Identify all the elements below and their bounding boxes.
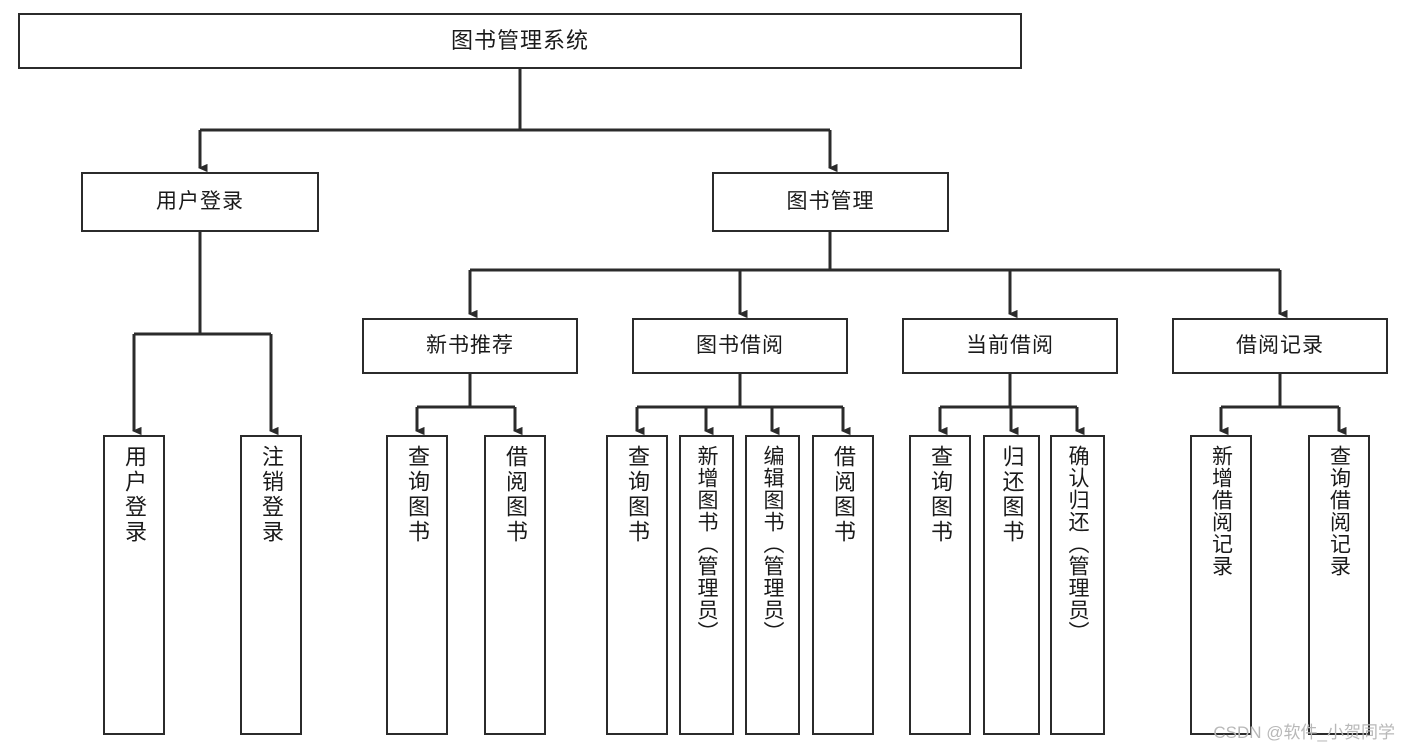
node-leaf-logout[interactable]: 注销登录 xyxy=(240,435,302,735)
node-leaf-borrow-book-1-label: 借阅图书 xyxy=(503,445,528,545)
node-leaf-return-book[interactable]: 归还图书 xyxy=(983,435,1040,735)
node-leaf-query-book-1[interactable]: 查询图书 xyxy=(386,435,448,735)
node-leaf-logout-label: 注销登录 xyxy=(259,445,284,545)
node-leaf-query-record-label: 查询借阅记录 xyxy=(1327,445,1351,577)
node-leaf-add-record-label: 新增借阅记录 xyxy=(1209,445,1233,577)
node-leaf-borrow-book-2[interactable]: 借阅图书 xyxy=(812,435,874,735)
node-book-borrow-label: 图书借阅 xyxy=(696,333,784,357)
node-leaf-edit-book-label: 编辑图书（管理员） xyxy=(761,445,784,643)
node-leaf-confirm-return[interactable]: 确认归还（管理员） xyxy=(1050,435,1105,735)
node-leaf-confirm-return-label: 确认归还（管理员） xyxy=(1066,445,1089,643)
node-leaf-user-login-label: 用户登录 xyxy=(122,445,147,545)
node-leaf-add-book-label: 新增图书（管理员） xyxy=(695,445,718,643)
node-leaf-query-book-3-label: 查询图书 xyxy=(928,445,953,545)
node-leaf-user-login[interactable]: 用户登录 xyxy=(103,435,165,735)
node-root-label: 图书管理系统 xyxy=(450,28,589,54)
node-leaf-return-book-label: 归还图书 xyxy=(999,445,1025,545)
node-root[interactable]: 图书管理系统 xyxy=(18,13,1022,69)
node-new-book-recommend-label: 新书推荐 xyxy=(426,333,514,357)
node-book-manage-label: 图书管理 xyxy=(786,189,875,213)
node-leaf-query-book-3[interactable]: 查询图书 xyxy=(909,435,971,735)
node-leaf-query-book-1-label: 查询图书 xyxy=(405,445,430,545)
node-new-book-recommend[interactable]: 新书推荐 xyxy=(362,318,578,374)
node-borrow-record[interactable]: 借阅记录 xyxy=(1172,318,1388,374)
node-leaf-borrow-book-2-label: 借阅图书 xyxy=(831,445,856,545)
node-borrow-record-label: 借阅记录 xyxy=(1236,333,1324,357)
node-current-borrow-label: 当前借阅 xyxy=(966,333,1054,357)
node-leaf-edit-book[interactable]: 编辑图书（管理员） xyxy=(745,435,800,735)
node-current-borrow[interactable]: 当前借阅 xyxy=(902,318,1118,374)
node-book-borrow[interactable]: 图书借阅 xyxy=(632,318,848,374)
node-leaf-query-record[interactable]: 查询借阅记录 xyxy=(1308,435,1370,735)
node-leaf-borrow-book-1[interactable]: 借阅图书 xyxy=(484,435,546,735)
node-leaf-query-book-2[interactable]: 查询图书 xyxy=(606,435,668,735)
node-user-login-label: 用户登录 xyxy=(156,189,244,213)
node-leaf-add-book[interactable]: 新增图书（管理员） xyxy=(679,435,734,735)
node-leaf-add-record[interactable]: 新增借阅记录 xyxy=(1190,435,1252,735)
csdn-watermark: CSDN @软件_小贺同学 xyxy=(1213,723,1395,742)
node-user-login[interactable]: 用户登录 xyxy=(81,172,319,232)
node-book-manage[interactable]: 图书管理 xyxy=(712,172,949,232)
node-leaf-query-book-2-label: 查询图书 xyxy=(625,445,650,545)
